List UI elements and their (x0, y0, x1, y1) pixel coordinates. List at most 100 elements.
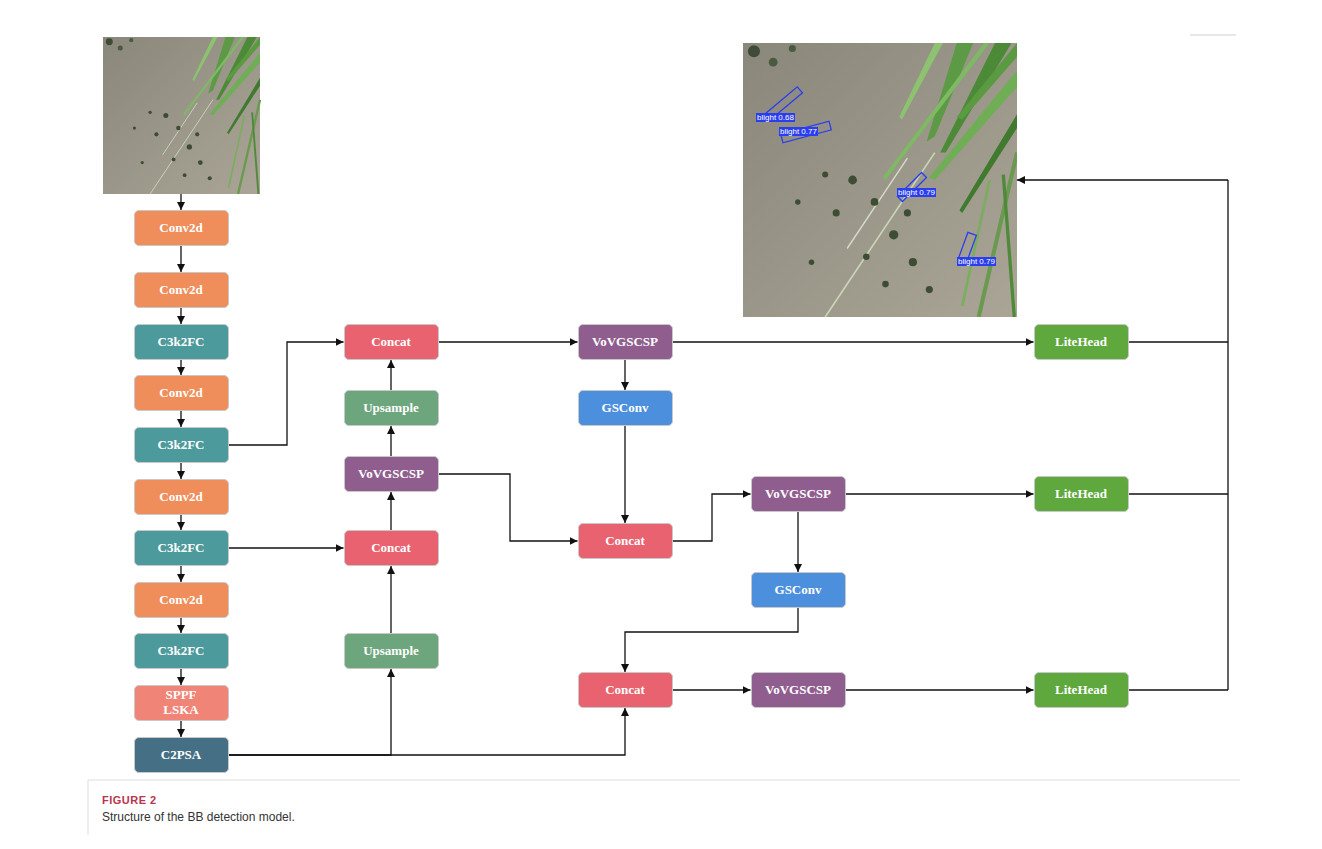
layer-box: Upsample (344, 633, 439, 669)
layer-name: Concat (371, 335, 411, 350)
layer-name: GSConv (775, 583, 822, 598)
detection-label: blight 0.68 (756, 113, 795, 122)
layer-box: Concat (344, 324, 439, 360)
layer-name: Concat (605, 683, 645, 698)
connector (390, 492, 391, 530)
caption-rule (88, 780, 89, 835)
connector (229, 708, 626, 755)
connector (439, 341, 578, 342)
connector (180, 566, 181, 582)
layer-name: Upsample (363, 644, 419, 659)
page-rule (1190, 35, 1236, 36)
detection-box (898, 173, 927, 202)
connector (624, 360, 625, 390)
output-bus (1227, 180, 1228, 690)
layer-box: LiteHead (1034, 476, 1129, 512)
layer-name: C2PSA (161, 748, 201, 763)
layer-box: Conv2d (134, 582, 229, 618)
layer-name: SPPF LSKA (155, 688, 207, 718)
connector (846, 689, 1034, 690)
layer-box: C3k2FC (134, 427, 229, 463)
connector (180, 360, 181, 375)
connector (673, 341, 1034, 342)
layer-box: Conv2d (134, 375, 229, 411)
input-photo (103, 37, 260, 194)
layer-box: VoVGSCSP (344, 456, 439, 492)
layer-name: C3k2FC (158, 335, 205, 350)
layer-box: Conv2d (134, 210, 229, 246)
connector (229, 342, 344, 445)
layer-box: Concat (578, 523, 673, 559)
layer-name: Conv2d (159, 221, 202, 236)
layer-name: VoVGSCSP (765, 487, 831, 502)
output-photo (743, 43, 1017, 317)
layer-box: Concat (344, 530, 439, 566)
connector (180, 669, 181, 685)
layer-box: SPPF LSKA (134, 685, 229, 721)
output-bus (1128, 689, 1228, 690)
detection-label: blight 0.79 (897, 188, 936, 197)
layer-name: Concat (605, 534, 645, 549)
connector (439, 474, 578, 541)
layer-box: GSConv (578, 390, 673, 426)
layer-name: VoVGSCSP (765, 683, 831, 698)
connector (673, 494, 751, 541)
layer-box: Conv2d (134, 272, 229, 308)
connector (797, 512, 798, 572)
layer-box: C3k2FC (134, 633, 229, 669)
layer-box: LiteHead (1034, 324, 1129, 360)
caption-rule (88, 780, 1240, 781)
connector (673, 689, 751, 690)
layer-name: C3k2FC (158, 644, 205, 659)
connector (390, 426, 391, 456)
layer-box: VoVGSCSP (751, 672, 846, 708)
layer-name: VoVGSCSP (592, 335, 658, 350)
connector (180, 721, 181, 737)
connector (180, 618, 181, 633)
layer-name: Concat (371, 541, 411, 556)
layer-name: C3k2FC (158, 541, 205, 556)
connector (625, 608, 798, 672)
connector (180, 308, 181, 324)
layer-name: Conv2d (159, 386, 202, 401)
connector (846, 493, 1034, 494)
layer-name: Conv2d (159, 283, 202, 298)
layer-box: VoVGSCSP (751, 476, 846, 512)
layer-box: GSConv (751, 572, 846, 608)
connector (180, 411, 181, 427)
figure-number: FIGURE 2 (102, 794, 157, 806)
input-arrow (180, 194, 181, 210)
layer-name: Conv2d (159, 490, 202, 505)
layer-name: LiteHead (1055, 335, 1107, 350)
layer-box: Upsample (344, 390, 439, 426)
layer-box: LiteHead (1034, 672, 1129, 708)
layer-name: VoVGSCSP (358, 467, 424, 482)
layer-name: LiteHead (1055, 683, 1107, 698)
detection-label: blight 0.77 (779, 127, 818, 136)
layer-box: VoVGSCSP (578, 324, 673, 360)
connector (180, 463, 181, 479)
layer-box: C2PSA (134, 737, 229, 773)
connector (390, 360, 391, 390)
output-bus (1128, 493, 1228, 494)
output-bus (1128, 341, 1228, 342)
layer-name: C3k2FC (158, 438, 205, 453)
layer-name: Upsample (363, 401, 419, 416)
layer-box: C3k2FC (134, 530, 229, 566)
connector (229, 669, 392, 755)
connector (229, 547, 344, 548)
layer-box: C3k2FC (134, 324, 229, 360)
connector (180, 515, 181, 530)
layer-name: LiteHead (1055, 487, 1107, 502)
connector (624, 426, 625, 523)
figure-caption: Structure of the BB detection model. (102, 810, 295, 824)
layer-name: GSConv (602, 401, 649, 416)
output-arrow (1017, 179, 1228, 180)
layer-box: Conv2d (134, 479, 229, 515)
connector (390, 566, 391, 633)
layer-box: Concat (578, 672, 673, 708)
detection-label: blight 0.79 (957, 257, 996, 266)
connector (180, 246, 181, 272)
